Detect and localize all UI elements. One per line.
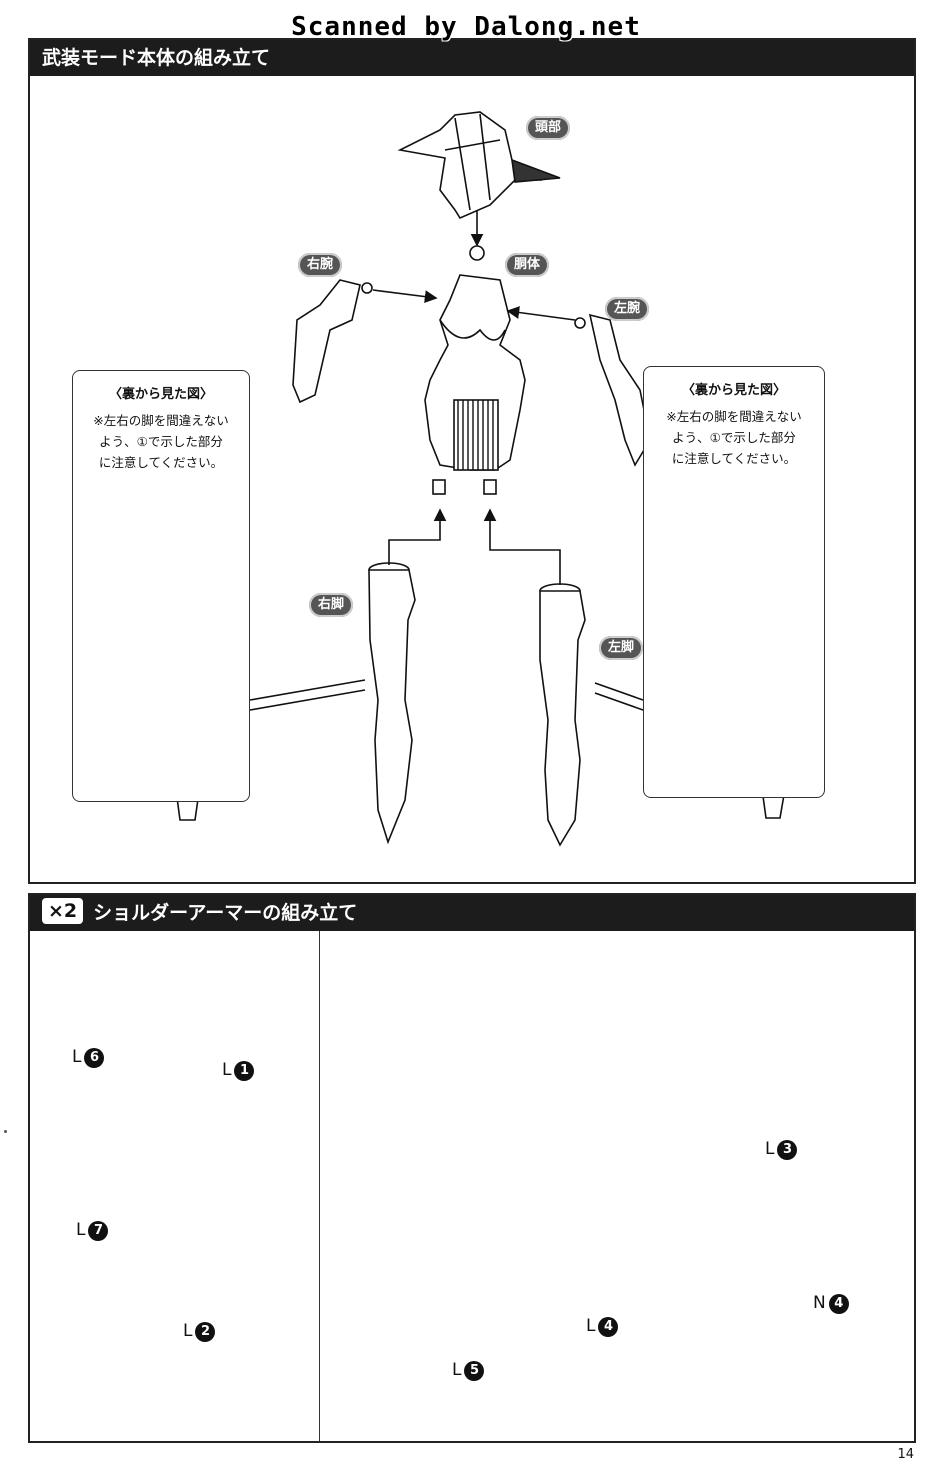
- left-arm-part: [506, 306, 651, 467]
- page-number: 14: [897, 1447, 914, 1462]
- right-leg-part: [368, 508, 447, 845]
- back-view-title: 〈裏から見た図〉: [108, 387, 213, 402]
- back-view-callout-right: 〈裏から見た図〉 ※左右の脚を間違えない よう、①で示した部分 に注意してくださ…: [643, 366, 825, 798]
- section-title: 武装モード本体の組み立て: [30, 40, 914, 76]
- right-arm-part: [292, 279, 438, 404]
- back-view-note: ※左右の脚を間違えない よう、①で示した部分 に注意してください。: [666, 409, 802, 466]
- back-view-callout-left: 〈裏から見た図〉 ※左右の脚を間違えない よう、①で示した部分 に注意してくださ…: [72, 370, 250, 802]
- label-torso: 胴体: [505, 253, 550, 277]
- back-view-title: 〈裏から見た図〉: [681, 383, 786, 398]
- left-leg-part: [483, 508, 586, 847]
- label-left-arm: 左腕: [605, 297, 650, 321]
- head-part: [397, 111, 561, 247]
- quantity-badge: ×2: [42, 898, 84, 924]
- torso-part: [424, 245, 526, 495]
- column-divider: [319, 931, 320, 1441]
- scan-speck: [4, 1130, 7, 1133]
- label-head: 頭部: [526, 116, 571, 140]
- label-right-leg: 右脚: [309, 593, 354, 617]
- watermark: Scanned by Dalong.net: [291, 12, 641, 42]
- label-left-leg: 左脚: [599, 636, 644, 660]
- label-right-arm: 右腕: [298, 253, 343, 277]
- back-view-note: ※左右の脚を間違えない よう、①で示した部分 に注意してください。: [93, 413, 229, 470]
